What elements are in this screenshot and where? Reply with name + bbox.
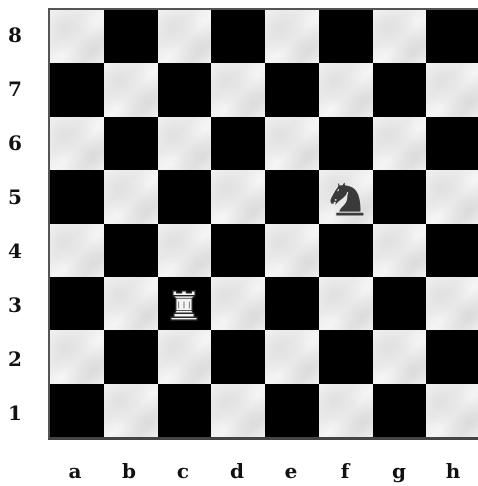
square-d5[interactable]: [211, 170, 265, 223]
square-h5[interactable]: [426, 170, 478, 223]
square-f6[interactable]: [319, 117, 373, 170]
square-c7[interactable]: [158, 63, 212, 116]
square-h4[interactable]: [426, 224, 478, 277]
chess-board: [48, 8, 478, 440]
rank-label-8: 8: [0, 8, 30, 62]
file-label-c: c: [156, 456, 210, 486]
square-b1[interactable]: [104, 384, 158, 437]
square-b4[interactable]: [104, 224, 158, 277]
square-e6[interactable]: [265, 117, 319, 170]
square-a5[interactable]: [50, 170, 104, 223]
square-e7[interactable]: [265, 63, 319, 116]
file-label-h: h: [426, 456, 478, 486]
square-a1[interactable]: [50, 384, 104, 437]
square-d2[interactable]: [211, 330, 265, 383]
square-a7[interactable]: [50, 63, 104, 116]
square-b7[interactable]: [104, 63, 158, 116]
rank-label-5: 5: [0, 170, 30, 224]
square-c5[interactable]: [158, 170, 212, 223]
black-knight-icon[interactable]: [324, 175, 368, 219]
rank-label-4: 4: [0, 224, 30, 278]
file-label-e: e: [264, 456, 318, 486]
file-label-d: d: [210, 456, 264, 486]
file-label-f: f: [318, 456, 372, 486]
rank-label-2: 2: [0, 332, 30, 386]
square-h8[interactable]: [426, 10, 478, 63]
square-d7[interactable]: [211, 63, 265, 116]
square-d8[interactable]: [211, 10, 265, 63]
rank-labels: 8 7 6 5 4 3 2 1: [0, 8, 36, 440]
square-f2[interactable]: [319, 330, 373, 383]
square-h2[interactable]: [426, 330, 478, 383]
square-d3[interactable]: [211, 277, 265, 330]
square-g7[interactable]: [373, 63, 427, 116]
rank-label-1: 1: [0, 386, 30, 440]
square-a6[interactable]: [50, 117, 104, 170]
file-labels: a b c d e f g h: [48, 456, 478, 486]
square-c6[interactable]: [158, 117, 212, 170]
square-b6[interactable]: [104, 117, 158, 170]
square-e2[interactable]: [265, 330, 319, 383]
square-f1[interactable]: [319, 384, 373, 437]
square-e1[interactable]: [265, 384, 319, 437]
square-h6[interactable]: [426, 117, 478, 170]
file-label-a: a: [48, 456, 102, 486]
square-c2[interactable]: [158, 330, 212, 383]
square-c8[interactable]: [158, 10, 212, 63]
square-b2[interactable]: [104, 330, 158, 383]
square-a4[interactable]: [50, 224, 104, 277]
square-b8[interactable]: [104, 10, 158, 63]
square-g3[interactable]: [373, 277, 427, 330]
square-g4[interactable]: [373, 224, 427, 277]
square-b5[interactable]: [104, 170, 158, 223]
square-h3[interactable]: [426, 277, 478, 330]
square-c4[interactable]: [158, 224, 212, 277]
square-g6[interactable]: [373, 117, 427, 170]
square-a2[interactable]: [50, 330, 104, 383]
square-f4[interactable]: [319, 224, 373, 277]
square-e4[interactable]: [265, 224, 319, 277]
file-label-g: g: [372, 456, 426, 486]
square-f7[interactable]: [319, 63, 373, 116]
square-h1[interactable]: [426, 384, 478, 437]
square-g2[interactable]: [373, 330, 427, 383]
rank-label-6: 6: [0, 116, 30, 170]
square-e5[interactable]: [265, 170, 319, 223]
square-g8[interactable]: [373, 10, 427, 63]
square-f8[interactable]: [319, 10, 373, 63]
square-e3[interactable]: [265, 277, 319, 330]
square-d4[interactable]: [211, 224, 265, 277]
square-c3[interactable]: [158, 277, 212, 330]
file-label-b: b: [102, 456, 156, 486]
square-d6[interactable]: [211, 117, 265, 170]
rank-label-3: 3: [0, 278, 30, 332]
square-h7[interactable]: [426, 63, 478, 116]
rank-label-7: 7: [0, 62, 30, 116]
square-g5[interactable]: [373, 170, 427, 223]
square-a3[interactable]: [50, 277, 104, 330]
square-c1[interactable]: [158, 384, 212, 437]
white-rook-icon[interactable]: [162, 282, 206, 326]
square-a8[interactable]: [50, 10, 104, 63]
square-d1[interactable]: [211, 384, 265, 437]
square-g1[interactable]: [373, 384, 427, 437]
square-f3[interactable]: [319, 277, 373, 330]
square-b3[interactable]: [104, 277, 158, 330]
square-f5[interactable]: [319, 170, 373, 223]
square-e8[interactable]: [265, 10, 319, 63]
